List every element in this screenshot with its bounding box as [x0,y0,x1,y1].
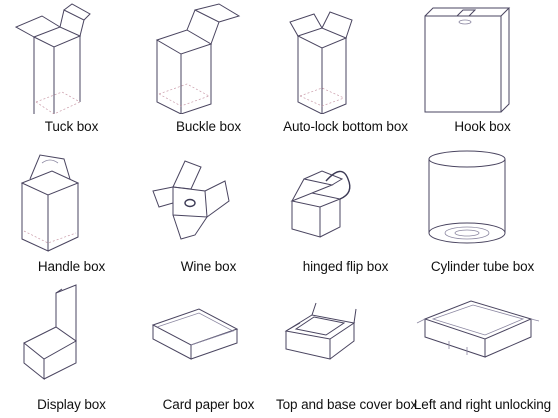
display-box-icon [2,279,141,391]
box-label-handle: Handle box [37,259,106,274]
box-card-hook: Hook box [413,2,552,141]
box-label-display: Display box [37,397,106,412]
box-card-handle: Handle box [2,141,141,280]
box-card-tuck: Tuck box [2,2,141,141]
box-label-cylinder: Cylinder tube box [430,259,535,274]
box-label-card-paper: Card paper box [162,397,255,412]
hook-box-icon [413,2,552,114]
box-label-top-base: Top and base cover box [276,397,418,412]
box-label-hook: Hook box [454,119,511,134]
box-card-buckle: Buckle box [139,2,278,141]
box-label-tuck: Tuck box [44,119,99,134]
box-card-wine: Wine box [139,141,278,280]
left-and-right-unlocking-icon [413,279,552,391]
box-card-hinged-flip: hinged flip box [276,141,415,280]
buckle-box-icon [139,2,278,114]
box-label-left-right-unlocking: Left and right unlocking [413,397,552,412]
box-card-card-paper: Card paper box [139,279,278,418]
box-card-cylinder: Cylinder tube box [413,141,552,280]
box-label-buckle: Buckle box [175,119,242,134]
box-card-top-base: Top and base cover box [276,279,418,418]
handle-box-icon [2,141,141,253]
wine-box-icon [139,141,278,253]
box-label-wine: Wine box [180,259,237,274]
box-label-hinged-flip: hinged flip box [302,259,389,274]
box-card-left-right-unlocking: Left and right unlocking [413,279,552,418]
card-paper-box-icon [139,279,278,391]
top-and-base-cover-box-icon [276,279,415,391]
box-card-display: Display box [2,279,141,418]
hinged-flip-box-icon [276,141,415,253]
cylinder-tube-box-icon [413,141,552,253]
box-card-auto-lock: Auto-lock bottom box [276,2,415,141]
box-label-auto-lock: Auto-lock bottom box [283,119,408,134]
auto-lock-bottom-box-icon [276,2,415,114]
tuck-box-icon [2,2,141,114]
